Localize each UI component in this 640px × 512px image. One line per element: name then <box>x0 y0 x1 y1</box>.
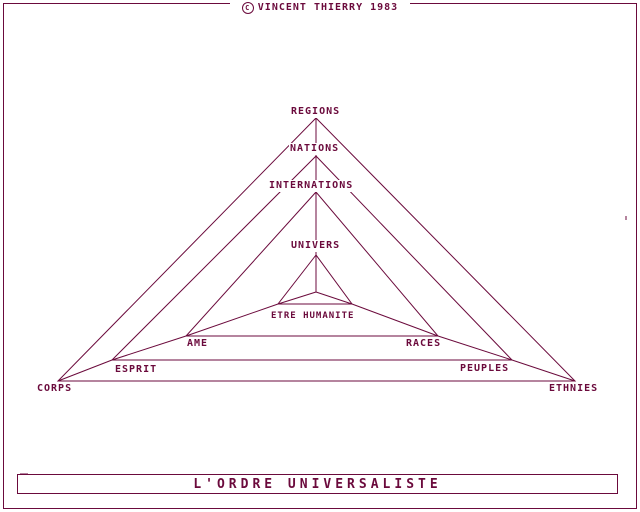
label-univers: UNIVERS <box>290 240 342 252</box>
third-triangle <box>184 191 440 337</box>
inner-triangle <box>276 254 353 305</box>
title-banner: L'ORDRE UNIVERSALISTE <box>17 474 618 494</box>
center-spoke-left <box>277 291 317 305</box>
label-corps: CORPS <box>36 383 74 395</box>
page-border <box>3 3 637 509</box>
copyright-text: VINCENT THIERRY 1983 <box>257 2 399 13</box>
outer-triangle <box>56 117 577 382</box>
label-races: RACES <box>405 338 443 350</box>
footer-title: L'ORDRE UNIVERSALISTE <box>193 476 442 492</box>
center-spoke-right <box>315 291 353 305</box>
copyright-icon: C <box>241 2 254 14</box>
label-regions: REGIONS <box>290 106 342 118</box>
label-esprit: ESPRIT <box>114 364 159 376</box>
label-internations: INTERNATIONS <box>268 180 355 192</box>
label-peuples: PEUPLES <box>459 363 511 375</box>
connector-ame <box>185 303 279 337</box>
connector-races <box>351 303 439 337</box>
connector-ethnies <box>511 359 576 382</box>
connector-esprit <box>111 335 187 361</box>
label-etre-humanite: ETRE HUMANITE <box>270 310 356 322</box>
label-nations: NATIONS <box>289 143 341 155</box>
connector-corps <box>57 359 113 382</box>
second-triangle <box>110 155 514 361</box>
connector-peuples <box>437 335 513 361</box>
label-ame: AME <box>186 338 210 350</box>
label-ethnies: ETHNIES <box>548 383 600 395</box>
